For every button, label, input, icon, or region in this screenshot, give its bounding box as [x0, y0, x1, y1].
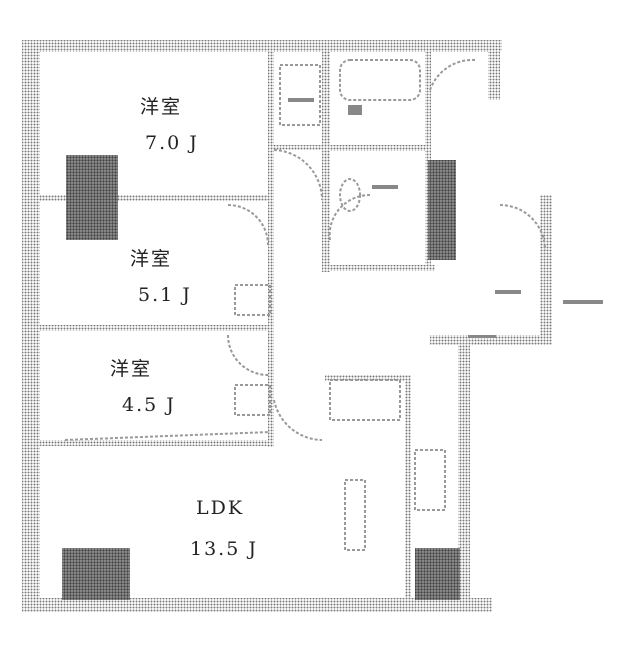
ldk-name: LDK [196, 497, 245, 519]
room-2-size: 5.1 J [138, 284, 192, 306]
fixtures [64, 58, 546, 551]
room-3-size: 4.5 J [122, 394, 176, 416]
ldk-size: 13.5 J [190, 538, 258, 560]
interior-walls [40, 52, 435, 600]
room-2-name: 洋室 [130, 248, 173, 270]
pillars [62, 155, 460, 600]
outer-walls [22, 40, 552, 612]
small-labels [288, 98, 603, 338]
room-1-size: 7.0 J [145, 132, 199, 154]
room-1-name: 洋室 [140, 96, 183, 118]
room-3-name: 洋室 [110, 358, 153, 380]
